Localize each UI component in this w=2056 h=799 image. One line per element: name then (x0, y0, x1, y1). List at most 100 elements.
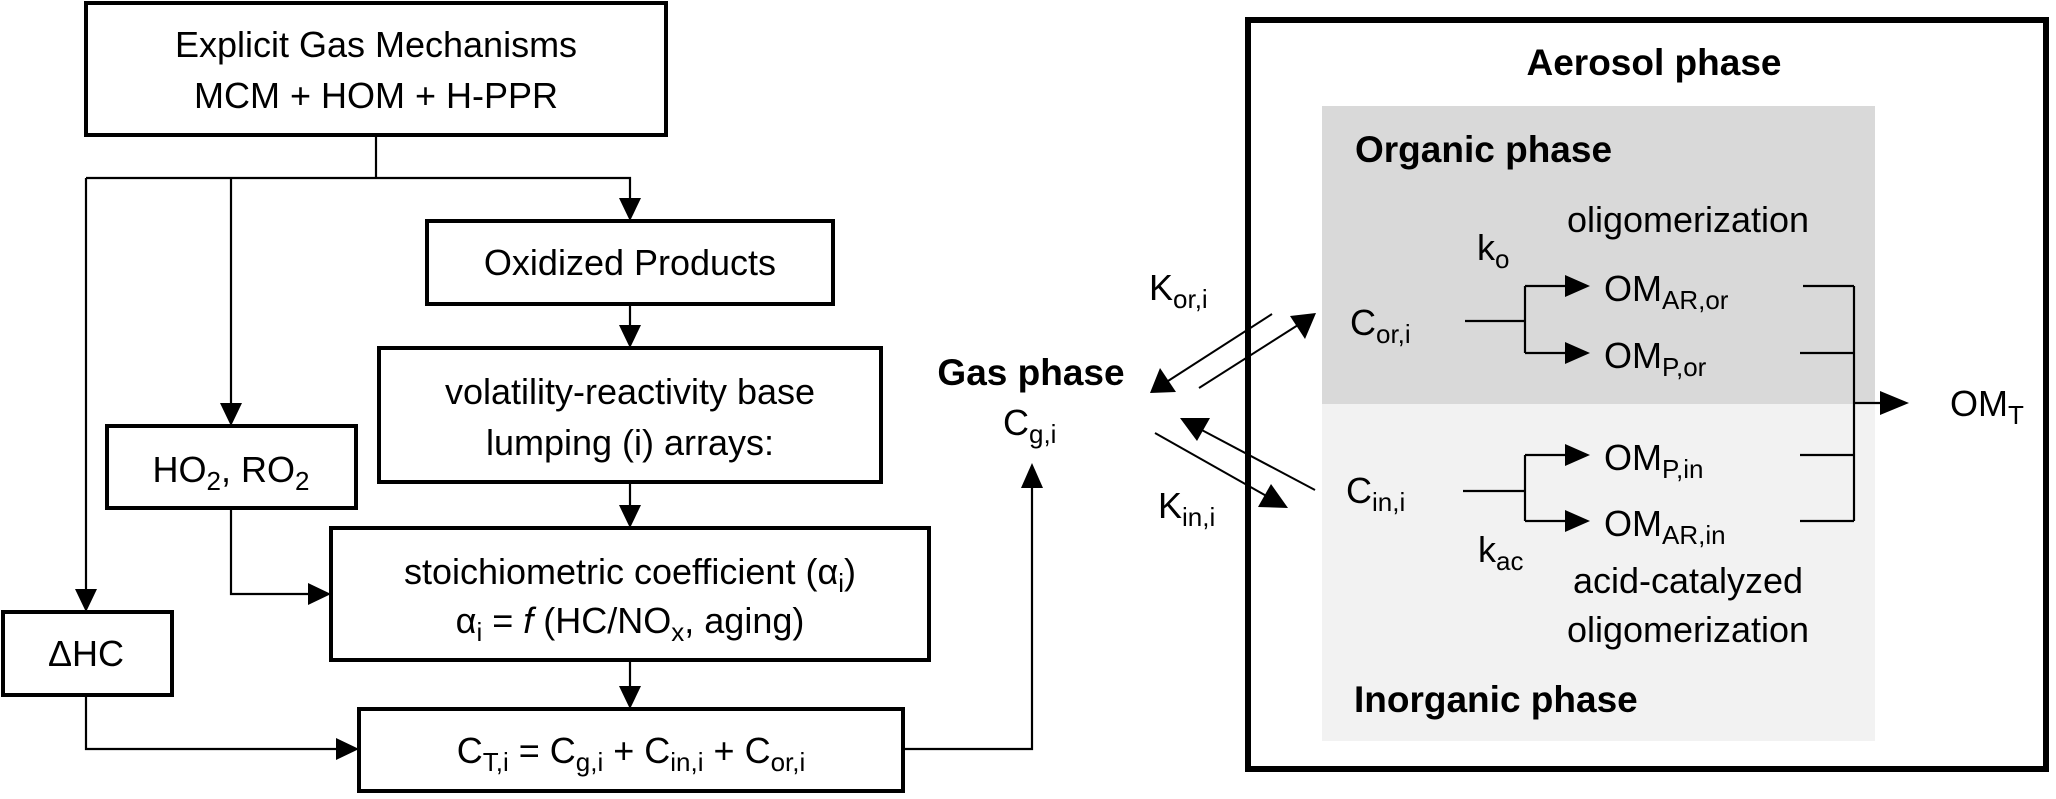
kac-subscript: ac (1496, 546, 1523, 576)
k-organic-partitioning: Kor,i (1149, 267, 1208, 314)
radicals-box: HO2, RO2 (105, 424, 358, 510)
ct-subscript: T,i (483, 747, 509, 777)
gas-phase: Gas phase Cg,i Kor,i Kin,i (937, 267, 1316, 532)
connector-radicals-to-stoich (229, 508, 310, 596)
ko-subscript: o (1495, 244, 1509, 274)
acid-oligomerization-label: oligomerization (1567, 609, 1809, 650)
k-in-symbol: K (1158, 485, 1182, 526)
delta-hc-label: ΔHC (48, 633, 124, 674)
gas-phase-title: Gas phase (937, 352, 1124, 393)
k-inorganic-partitioning: Kin,i (1158, 485, 1215, 532)
arrow-to-radicals-icon (220, 403, 242, 426)
arrow-to-om-p-in-icon (1565, 444, 1590, 466)
stoich-line2-end: , aging) (684, 600, 804, 641)
arrow-to-om-ar-or-icon (1565, 275, 1590, 297)
stoichiometric-box: stoichiometric coefficient (αi) αi = f (… (329, 526, 931, 662)
acid-catalyzed-label: acid-catalyzed (1573, 560, 1803, 601)
inorganic-branch-lines (1463, 453, 1567, 523)
oxidized-products-frame (425, 219, 835, 306)
lumping-box-frame (377, 346, 883, 484)
ho2-text: HO (153, 449, 207, 490)
collector-lines (1800, 284, 1882, 523)
arrow-to-oxidized-icon (619, 198, 641, 221)
om-p-in-symbol: OM (1604, 437, 1662, 478)
om-total-subscript: T (2008, 400, 2024, 430)
equals-sign: = (482, 600, 523, 641)
mechanisms-line1: Explicit Gas Mechanisms (175, 24, 577, 65)
ro2-subscript: 2 (295, 466, 309, 496)
aerosol-phase-title: Aerosol phase (1527, 42, 1782, 83)
cg-subscript: g,i (576, 747, 603, 777)
radicals-separator: , (221, 449, 241, 490)
om-ar-or-subscript: AR,or (1662, 285, 1729, 315)
ro2-text: RO (241, 449, 295, 490)
gas-concentration: Cg,i (1003, 402, 1056, 449)
oligomerization-label: oligomerization (1567, 199, 1809, 240)
organic-branch-lines (1465, 284, 1567, 355)
stoichiometric-line2: αi = f (HC/NOx, aging) (456, 600, 805, 647)
total-equals: = (509, 730, 550, 771)
arrow-to-lumping-icon (619, 325, 641, 348)
om-ar-in: OMAR,in (1604, 503, 1726, 550)
mechanisms-line2: MCM + HOM + H-PPR (194, 75, 558, 116)
total-concentration-frame (357, 707, 905, 793)
aerosol-phase: Aerosol phase Organic phase oligomerizat… (1245, 17, 2049, 772)
cor-label: C (1350, 302, 1376, 343)
cin-symbol: C (644, 730, 670, 771)
stoich-line1-text: stoichiometric coefficient (α (404, 551, 838, 592)
om-ar-in-subscript: AR,in (1662, 520, 1726, 550)
total-concentration-equation: CT,i = Cg,i + Cin,i + Cor,i (457, 730, 806, 777)
cin-subscript: in,i (670, 747, 703, 777)
delta-hc-box-frame (1, 610, 174, 697)
stoich-line1-subscript: i (838, 568, 844, 598)
plus-2: + (704, 730, 745, 771)
om-ar-in-symbol: OM (1604, 503, 1662, 544)
om-ar-or-symbol: OM (1604, 268, 1662, 309)
om-p-or-symbol: OM (1604, 335, 1662, 376)
lumping-line2: lumping (i) arrays: (486, 422, 774, 463)
stoich-line1-close: ) (844, 551, 856, 592)
total-concentration-box: CT,i = Cg,i + Cin,i + Cor,i (357, 707, 905, 793)
ct-symbol: C (457, 730, 483, 771)
cg-label-subscript: g,i (1029, 419, 1056, 449)
arrow-to-stoich-icon (619, 505, 641, 528)
om-p-or-subscript: P,or (1662, 352, 1707, 382)
inorganic-rate-constant: kac (1478, 529, 1523, 576)
alpha-subscript: i (476, 617, 482, 647)
inorganic-phase: Inorganic phase Cin,i kac OMP,in OMAR,in… (1346, 437, 1809, 720)
flowchart: Explicit Gas Mechanisms MCM + HOM + H-PP… (1, 1, 1043, 793)
arrow-gas-to-inorganic-icon (1258, 484, 1288, 508)
arrow-delta-hc-to-total-icon (336, 738, 359, 760)
arrow-to-delta-hc-icon (75, 589, 97, 612)
inorganic-to-gas-line (1197, 427, 1316, 491)
oxidized-products-box: Oxidized Products (425, 219, 835, 306)
arrow-to-om-ar-in-icon (1565, 510, 1590, 532)
om-p-in: OMP,in (1604, 437, 1703, 484)
distribution-connectors (75, 135, 641, 612)
cin-label: C (1346, 470, 1372, 511)
cor-label-subscript: or,i (1376, 319, 1411, 349)
cin-label-subscript: in,i (1372, 487, 1405, 517)
arrow-to-om-p-or-icon (1565, 342, 1590, 364)
mechanisms-box-frame (84, 1, 668, 137)
arrow-radicals-to-stoich-icon (308, 583, 331, 605)
nox-subscript: x (671, 617, 684, 647)
k-or-symbol: K (1149, 267, 1173, 308)
om-p-in-subscript: P,in (1662, 454, 1703, 484)
lumping-line1: volatility-reactivity base (445, 371, 815, 412)
organic-phase-region (1322, 106, 1875, 404)
alpha-symbol: α (456, 600, 477, 641)
connector-total-to-gas (903, 486, 1034, 751)
organic-phase: Organic phase oligomerization Cor,i ko O… (1350, 129, 1809, 382)
connector-delta-hc-to-total (84, 695, 338, 751)
distribution-bus (86, 176, 632, 200)
mechanisms-box: Explicit Gas Mechanisms MCM + HOM + H-PP… (84, 1, 668, 137)
ko-symbol: k (1477, 227, 1496, 268)
arrow-inorganic-to-gas-icon (1180, 418, 1210, 441)
organic-phase-title: Organic phase (1355, 129, 1612, 170)
delta-hc-box: ΔHC (1, 610, 174, 697)
organic-concentration: Cor,i (1350, 302, 1411, 349)
stoichiometric-line1: stoichiometric coefficient (αi) (404, 551, 856, 598)
lumping-box: volatility-reactivity base lumping (i) a… (377, 346, 883, 484)
